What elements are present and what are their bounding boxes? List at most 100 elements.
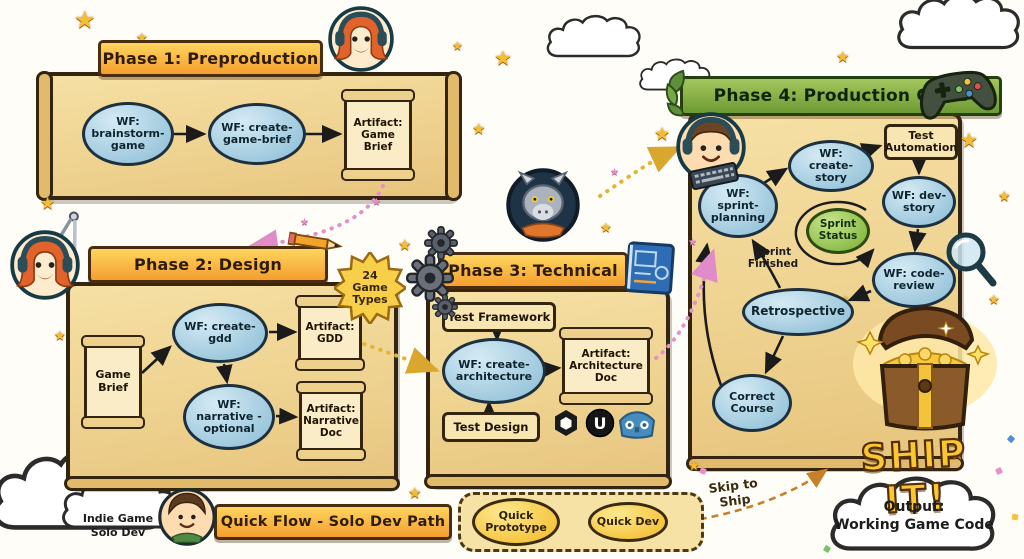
node-label: WF: create-gdd bbox=[184, 319, 256, 345]
wf-dev-story-node: WF: dev-story bbox=[882, 176, 956, 228]
star-decoration: ★ bbox=[988, 293, 1000, 308]
node-label: Artifact: GDD bbox=[305, 320, 355, 345]
label-text: Skip to Ship bbox=[707, 475, 759, 510]
cloud-decoration bbox=[546, 14, 641, 58]
node-label: Artifact: Game Brief bbox=[353, 116, 403, 154]
node-label: WF: create-game-brief bbox=[221, 120, 293, 146]
designer-avatar-icon bbox=[10, 230, 80, 300]
node-label: Test Framework bbox=[447, 309, 551, 324]
gear-icon bbox=[406, 254, 454, 302]
star-decoration: ★ bbox=[452, 39, 463, 53]
star-decoration: ★ bbox=[472, 120, 486, 138]
treasure-chest-icon bbox=[850, 302, 1000, 436]
node-label: WF: dev-story bbox=[891, 188, 947, 214]
game-brief-input-node: Game Brief bbox=[81, 335, 145, 429]
wf-create-game-brief-node: WF: create-game-brief bbox=[208, 103, 306, 165]
game-types-badge: 24 Game Types bbox=[334, 252, 406, 324]
sparkle-decoration: ★ bbox=[300, 217, 309, 228]
dragon-avatar-icon bbox=[506, 168, 580, 242]
phase2-banner: Phase 2: Design bbox=[88, 246, 328, 283]
unreal-icon: U bbox=[585, 408, 615, 438]
unreal-letter: U bbox=[594, 414, 607, 433]
leaf-icon bbox=[662, 66, 710, 122]
node-label: Sprint Status bbox=[818, 218, 858, 242]
star-decoration: ★ bbox=[960, 128, 978, 152]
star-decoration: ★ bbox=[836, 48, 850, 66]
sparkle-decoration: ★ bbox=[688, 237, 697, 248]
test-framework-node: Test Framework bbox=[442, 302, 556, 332]
phase1-title: Phase 1: Preproduction bbox=[102, 49, 319, 68]
scroll-roll bbox=[36, 71, 53, 201]
node-label: Game Brief bbox=[95, 368, 131, 394]
wf-create-story-node: WF: create-story bbox=[788, 140, 874, 192]
artifact-game-brief-node: Artifact: Game Brief bbox=[341, 89, 415, 181]
magnifying-glass-icon bbox=[940, 228, 1000, 290]
node-label: WF: code-review bbox=[883, 266, 945, 292]
node-label: Quick Prototype bbox=[485, 508, 547, 534]
designer-avatar-icon bbox=[328, 6, 394, 72]
sprint-status-node: Sprint Status bbox=[806, 208, 870, 254]
star-decoration: ★ bbox=[654, 124, 671, 145]
cloud-decoration bbox=[897, 0, 1020, 50]
scroll-roll bbox=[424, 474, 672, 489]
star-decoration: ★ bbox=[688, 459, 700, 474]
keyboard-icon bbox=[688, 161, 739, 191]
star-decoration: ★ bbox=[74, 6, 96, 34]
wf-create-architecture-node: WF: create-architecture bbox=[442, 338, 546, 404]
node-label: Quick Dev bbox=[596, 514, 660, 528]
confetti-decoration bbox=[1011, 513, 1019, 521]
quick-dev-node: Quick Dev bbox=[588, 502, 668, 542]
label-text: Output: Working Game Code bbox=[834, 499, 994, 534]
node-label: WF: create-story bbox=[808, 146, 854, 185]
phase3-title: Phase 3: Technical bbox=[448, 261, 618, 280]
node-label: WF: sprint-planning bbox=[710, 186, 766, 225]
node-label: Test Design bbox=[453, 419, 529, 434]
star-decoration: ★ bbox=[398, 236, 412, 254]
node-label: WF: brainstorm-game bbox=[91, 114, 165, 153]
artifact-narrative-node: Artifact: Narrative Doc bbox=[296, 381, 366, 461]
sparkle-decoration: ★ bbox=[610, 167, 619, 178]
artifact-architecture-node: Artifact: Architecture Doc bbox=[559, 327, 653, 405]
solo-dev-label: Indie Game Solo Dev bbox=[78, 512, 158, 540]
node-label: Artifact: Narrative Doc bbox=[303, 402, 359, 440]
star-decoration: ★ bbox=[950, 444, 965, 463]
blueprint-icon bbox=[620, 238, 678, 298]
quick-flow-title: Quick Flow - Solo Dev Path bbox=[220, 514, 446, 530]
output-label: Output: Working Game Code bbox=[820, 498, 1008, 534]
game-controller-icon bbox=[910, 58, 1004, 129]
node-label: Correct Course bbox=[729, 389, 775, 415]
test-design-node: Test Design bbox=[442, 412, 540, 442]
retrospective-node: Retrospective bbox=[742, 288, 854, 336]
wf-brainstorm-game-node: WF: brainstorm-game bbox=[82, 102, 174, 166]
label-text: Sprint Finished bbox=[747, 246, 799, 271]
cloud-decoration bbox=[830, 476, 996, 551]
test-automation-node: Test Automation bbox=[884, 124, 958, 160]
star-decoration: ★ bbox=[600, 221, 612, 236]
scroll-roll bbox=[445, 71, 462, 201]
node-label: Artifact: Architecture Doc bbox=[569, 347, 643, 385]
skip-to-ship-label: Skip to Ship bbox=[690, 473, 777, 513]
phase4-title: Phase 4: Production Cycle bbox=[713, 86, 969, 106]
phase1-banner: Phase 1: Preproduction bbox=[98, 40, 323, 77]
star-decoration: ★ bbox=[54, 329, 66, 344]
quick-flow-banner: Quick Flow - Solo Dev Path bbox=[214, 504, 452, 540]
confetti-decoration bbox=[1006, 434, 1016, 444]
wf-create-gdd-node: WF: create-gdd bbox=[172, 303, 268, 363]
node-label: Retrospective bbox=[750, 304, 846, 319]
quick-prototype-node: Quick Prototype bbox=[472, 498, 560, 546]
phase2-title: Phase 2: Design bbox=[134, 255, 282, 274]
confetti-decoration bbox=[699, 467, 707, 475]
label-text: Indie Game Solo Dev bbox=[82, 512, 154, 539]
node-label: Test Automation bbox=[884, 128, 958, 154]
sparkle-decoration: ★ bbox=[372, 197, 381, 208]
star-decoration: ★ bbox=[494, 46, 512, 70]
scroll-roll bbox=[64, 476, 400, 491]
wf-code-review-node: WF: code-review bbox=[872, 252, 956, 308]
godot-icon bbox=[619, 410, 655, 440]
star-decoration: ★ bbox=[998, 189, 1011, 205]
star-decoration: ★ bbox=[136, 31, 148, 46]
phase3-banner: Phase 3: Technical bbox=[438, 252, 628, 289]
sprint-finished-label: Sprint Finished bbox=[740, 246, 806, 270]
unity-icon bbox=[551, 408, 581, 438]
